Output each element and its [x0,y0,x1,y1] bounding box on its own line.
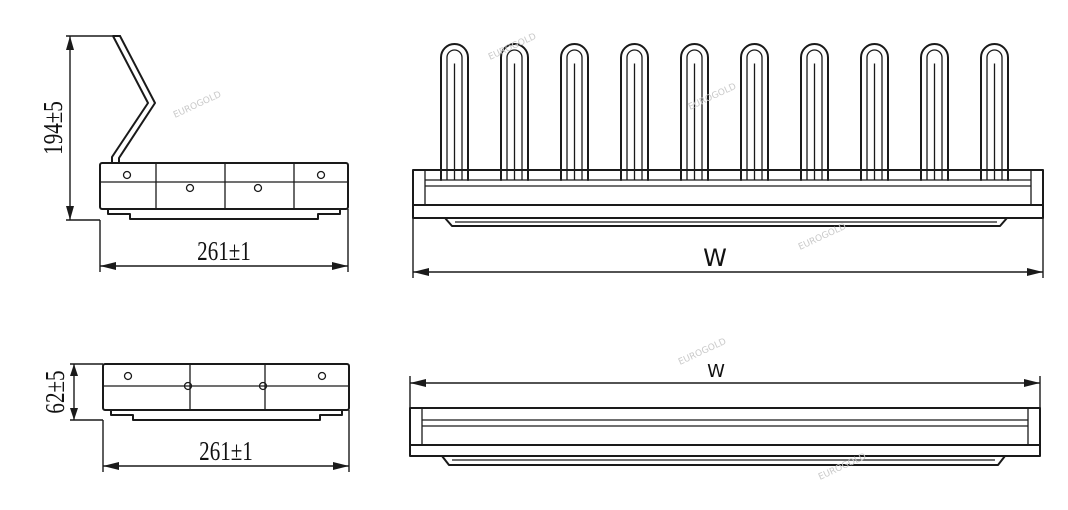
dimension-depth-261-top: 261±1 [99,209,349,272]
rack-finger [860,43,889,181]
tray-frame [409,407,1041,457]
svg-text:EUROGOLD: EUROGOLD [487,32,538,63]
rack-finger [740,43,769,181]
rack-finger [620,43,649,181]
svg-text:EUROGOLD: EUROGOLD [172,90,223,121]
rack-finger [500,43,529,181]
rack-fingers [440,43,1009,181]
dimension-height-194: 194±5 [39,35,112,221]
depth-label-261-top: 261±1 [197,237,251,267]
rack-finger [560,43,589,181]
side-tray-body-2 [102,363,350,411]
dimension-width-w-top: W [412,218,1044,278]
front-view-tray: W [409,361,1041,466]
depth-label-261-bottom: 261±1 [199,437,253,467]
rack-finger [920,43,949,181]
rack-finger [440,43,469,181]
height-label-62: 62±5 [41,370,71,413]
height-label-194: 194±5 [39,101,69,155]
front-view-rack: W [412,43,1044,278]
watermarks: EUROGOLD EUROGOLD EUROGOLD EUROGOLD EURO… [172,32,868,483]
dimension-depth-261-bottom: 261±1 [102,410,350,472]
side-tray-body [99,162,349,210]
rivets [122,170,326,193]
rack-finger [680,43,709,181]
rack-finger [800,43,829,181]
width-label-w-top: W [703,244,727,272]
side-view-rack: 194±5 261±1 [39,35,349,272]
dimension-height-62: 62±5 [41,363,103,421]
rack-wire [111,35,149,164]
width-label-w-bottom: W [707,361,725,382]
dimension-width-w-bottom: W [409,361,1041,420]
rack-base-frame [412,169,1044,219]
side-view-tray: 62±5 261±1 [41,363,350,472]
rack-finger [980,43,1009,181]
